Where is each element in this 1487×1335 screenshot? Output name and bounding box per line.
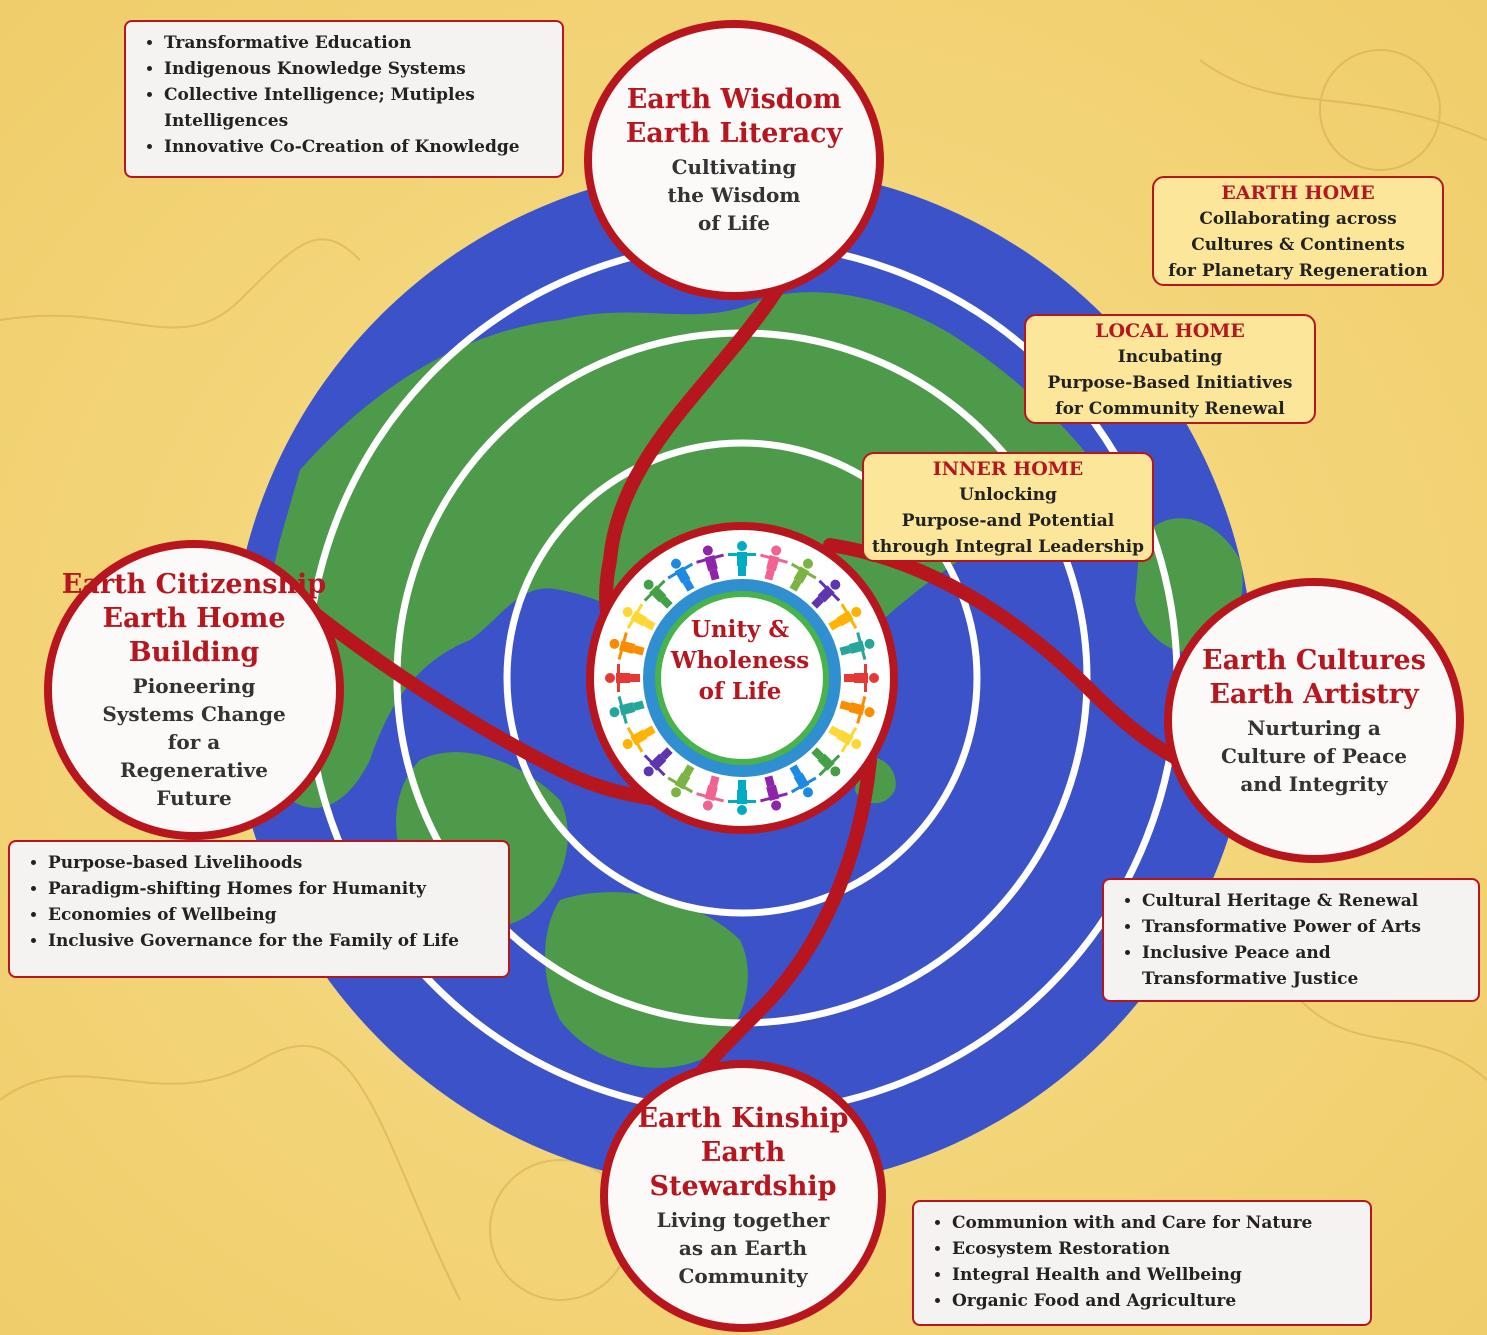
- list-item: Ecosystem Restoration: [952, 1236, 1358, 1262]
- center-unity-label: Unity & Wholeness of Life: [670, 616, 810, 705]
- list-item: Communion with and Care for Nature: [952, 1210, 1358, 1236]
- list-item: Cultural Heritage & Renewal: [1142, 888, 1466, 914]
- earth-citizenship-title: Earth Citizenship: [61, 569, 327, 600]
- person-figure-icon: [811, 579, 841, 609]
- person-figure-icon: [760, 775, 788, 811]
- inner-home-heading: INNER HOME: [932, 458, 1084, 480]
- earth-home-box: EARTH HOME Collaborating across Cultures…: [1152, 176, 1444, 286]
- earth-home-line: Cultures & Continents: [1191, 235, 1405, 255]
- person-figure-icon: [609, 696, 645, 724]
- list-item: Transformative Education: [164, 30, 550, 56]
- earth-kinship-list: Communion with and Care for Nature Ecosy…: [912, 1200, 1372, 1326]
- person-figure-icon: [667, 558, 695, 592]
- person-figure-icon: [622, 603, 656, 631]
- person-figure-icon: [839, 632, 875, 660]
- list-item: Inclusive Peace and Transformative Justi…: [1142, 940, 1466, 992]
- person-figure-icon: [760, 545, 788, 581]
- earth-cultures-list: Cultural Heritage & Renewal Transformati…: [1102, 878, 1480, 1002]
- earth-wisdom-circle: Earth Wisdom Earth Literacy Cultivating …: [584, 20, 884, 300]
- local-home-heading: LOCAL HOME: [1095, 320, 1245, 342]
- earth-cultures-title: Earth Cultures: [1202, 644, 1426, 676]
- person-figure-icon: [828, 603, 862, 631]
- list-item: Indigenous Knowledge Systems: [164, 56, 550, 82]
- inner-home-line: through Integral Leadership: [872, 537, 1144, 557]
- list-item: Collective Intelligence; Mutiples Intell…: [164, 82, 550, 134]
- earth-citizenship-circle: Earth Citizenship Earth Home Building Pi…: [44, 540, 344, 840]
- list-item: Economies of Wellbeing: [48, 902, 496, 928]
- earth-home-line: for Planetary Regeneration: [1168, 261, 1428, 281]
- local-home-box: LOCAL HOME Incubating Purpose-Based Init…: [1024, 314, 1316, 424]
- earth-wisdom-list: Transformative Education Indigenous Know…: [124, 20, 564, 178]
- person-figure-icon: [622, 725, 656, 753]
- person-figure-icon: [696, 775, 724, 811]
- person-figure-icon: [667, 764, 695, 798]
- list-item: Purpose-based Livelihoods: [48, 850, 496, 876]
- list-item: Innovative Co-Creation of Knowledge: [164, 134, 550, 160]
- earth-home-line: Collaborating across: [1199, 209, 1397, 229]
- inner-home-box: INNER HOME Unlocking Purpose-and Potenti…: [862, 452, 1154, 562]
- earth-kinship-subtitle: Living together as an Earth Community: [656, 1208, 830, 1288]
- inner-home-line: Unlocking: [959, 485, 1057, 505]
- person-figure-icon: [789, 558, 817, 592]
- earth-citizenship-list: Purpose-based Livelihoods Paradigm-shift…: [8, 840, 510, 978]
- earth-citizenship-subtitle: Pioneering Systems Change for a Regenera…: [102, 674, 286, 810]
- earth-kinship-title: Earth Kinship: [637, 1103, 849, 1134]
- person-figure-icon: [643, 747, 673, 777]
- list-item: Integral Health and Wellbeing: [952, 1262, 1358, 1288]
- person-figure-icon: [605, 664, 640, 692]
- earth-cultures-subtitle: Nurturing a Culture of Peace and Integri…: [1220, 715, 1408, 796]
- earth-cultures-circle: Earth Cultures Earth Artistry Nurturing …: [1164, 578, 1464, 863]
- person-figure-icon: [643, 579, 673, 609]
- earth-wisdom-title: Earth Wisdom: [626, 84, 842, 115]
- earth-artistry-title: Earth Artistry: [1209, 678, 1419, 710]
- ribbon-right: [823, 538, 1187, 767]
- list-item: Organic Food and Agriculture: [952, 1288, 1358, 1314]
- person-figure-icon: [828, 725, 862, 753]
- earth-literacy-title: Earth Literacy: [625, 118, 843, 149]
- list-item: Inclusive Governance for the Family of L…: [48, 928, 496, 954]
- people-holding-hands-ring-icon: [586, 522, 898, 834]
- person-figure-icon: [839, 696, 875, 724]
- local-home-line: Incubating: [1117, 347, 1223, 367]
- earth-home-building-title: Earth Home Building: [102, 603, 286, 668]
- person-figure-icon: [728, 541, 756, 576]
- local-home-line: Purpose-Based Initiatives: [1047, 373, 1293, 393]
- local-home-line: for Community Renewal: [1055, 399, 1285, 419]
- earth-home-heading: EARTH HOME: [1221, 182, 1375, 204]
- list-item: Paradigm-shifting Homes for Humanity: [48, 876, 496, 902]
- parchment-map-lines: [0, 49, 1487, 1301]
- person-figure-icon: [696, 545, 724, 581]
- earth-wisdom-subtitle: Cultivating the Wisdom of Life: [667, 155, 801, 235]
- person-figure-icon: [728, 780, 756, 815]
- inner-home-line: Purpose-and Potential: [901, 511, 1115, 531]
- earth-stewardship-title: Earth Stewardship: [649, 1137, 837, 1202]
- person-figure-icon: [811, 747, 841, 777]
- list-item: Transformative Power of Arts: [1142, 914, 1466, 940]
- person-figure-icon: [609, 632, 645, 660]
- ring-inner: [503, 439, 981, 917]
- earth-kinship-circle: Earth Kinship Earth Stewardship Living t…: [600, 1060, 886, 1332]
- person-figure-icon: [789, 764, 817, 798]
- person-figure-icon: [844, 664, 879, 692]
